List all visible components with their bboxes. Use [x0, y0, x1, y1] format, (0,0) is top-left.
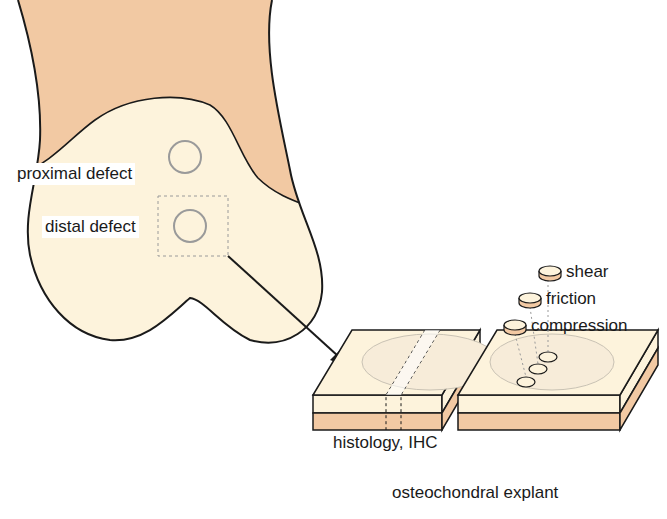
test-label: shear	[566, 262, 609, 282]
defect-circle	[169, 141, 201, 173]
defect-circle	[174, 210, 206, 242]
test-label: friction	[546, 289, 596, 309]
part-label: proximal defect	[14, 163, 135, 185]
femur	[0, 0, 330, 343]
method-label: histology, IHC	[330, 432, 441, 454]
explant-block	[458, 330, 658, 430]
arrow-line	[228, 256, 338, 356]
caption-label: osteochondral explant	[392, 483, 558, 503]
test-label: compression	[531, 316, 627, 336]
part-label: distal defect	[42, 216, 139, 238]
dashed-box	[158, 196, 228, 256]
